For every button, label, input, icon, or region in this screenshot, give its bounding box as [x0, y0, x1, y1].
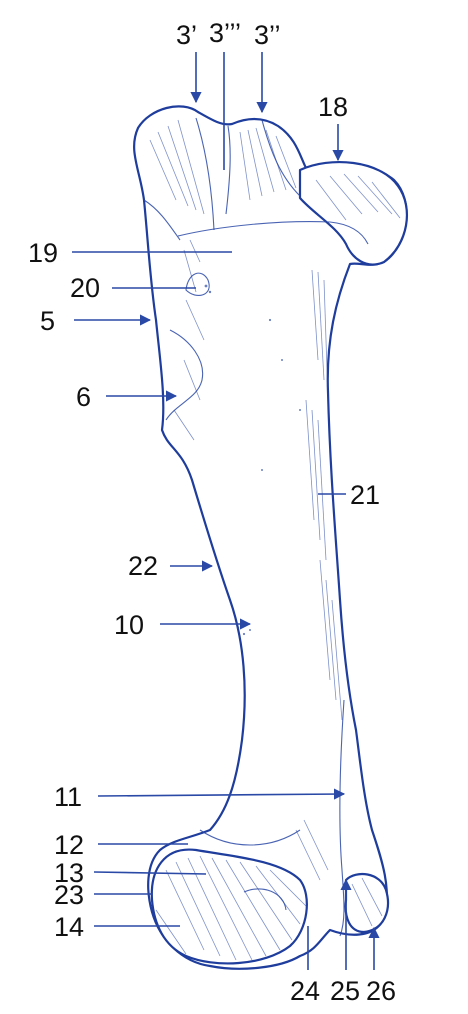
label-18: 18 [318, 92, 348, 122]
medial-condyle [150, 848, 308, 965]
label-11: 11 [54, 782, 82, 812]
label-19: 19 [28, 238, 58, 268]
label-13: 13 [54, 858, 84, 888]
label-3p: 3’ [176, 20, 197, 50]
lateral-condyle [344, 872, 390, 934]
label-6: 6 [76, 382, 91, 412]
label-20: 20 [70, 273, 100, 303]
leader-11 [97, 788, 346, 800]
leader-lines [72, 52, 380, 970]
label-12: 12 [54, 830, 84, 860]
femoral-head [298, 160, 408, 266]
lesser-trochanter [185, 272, 210, 296]
label-3ppp: 3’’’ [209, 18, 241, 48]
trochanter-crest [143, 199, 181, 241]
texture-dots [204, 284, 301, 636]
label-10: 10 [114, 610, 144, 640]
label-5: 5 [40, 306, 55, 336]
femur-illustration [133, 105, 408, 970]
label-22: 22 [128, 551, 158, 581]
trochanter-ridge [177, 221, 369, 245]
label-26: 26 [366, 976, 396, 1006]
shaft-shading [305, 269, 343, 721]
condyle-shading [155, 819, 383, 961]
labels: 3’ 3’’’ 3’’ 18 19 20 5 6 21 22 10 11 12 … [28, 18, 396, 1006]
upper-shading [149, 119, 401, 441]
leader-13 [93, 871, 207, 875]
label-14: 14 [54, 912, 84, 942]
label-25: 25 [330, 976, 360, 1006]
label-3pp: 3’’ [254, 20, 281, 50]
label-21: 21 [350, 480, 380, 510]
label-23: 23 [54, 880, 84, 910]
popliteal-line [339, 699, 345, 937]
label-24: 24 [290, 976, 320, 1006]
